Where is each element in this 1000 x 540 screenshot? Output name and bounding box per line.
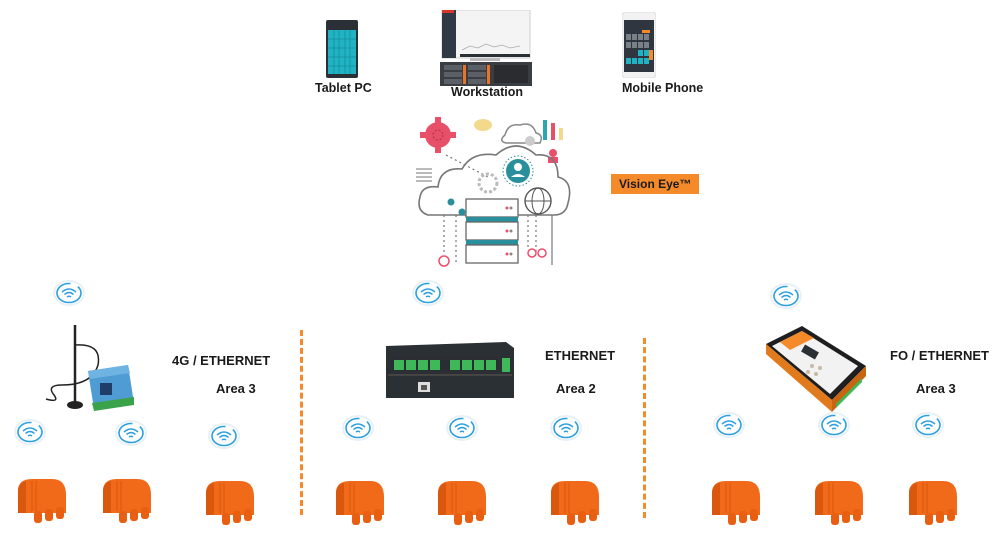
tablet-device <box>326 20 358 78</box>
wifi-icon <box>911 411 945 439</box>
wifi-icon <box>411 279 445 307</box>
workstation-device <box>440 9 532 86</box>
wifi-icon <box>13 418 47 446</box>
vision-eye-badge: Vision Eye™ <box>611 174 700 194</box>
wifi-icon <box>769 282 803 310</box>
workstation-icon <box>440 9 532 86</box>
area-3-connection: FO / ETHERNET <box>890 348 989 363</box>
4g-gateway <box>42 325 142 413</box>
wifi-icon <box>341 414 375 442</box>
area-2-connection: ETHERNET <box>545 348 616 363</box>
sensor-icon <box>12 473 74 529</box>
sensor-icon <box>809 475 871 531</box>
wifi-icon <box>712 411 746 439</box>
mobile-phone-label: Mobile Phone <box>622 81 704 95</box>
area-2-name: Area 2 <box>556 381 596 396</box>
cloud-server-icon <box>416 117 571 267</box>
gear-icon <box>420 117 456 153</box>
area-divider-2 <box>643 338 646 518</box>
workstation-label: Workstation <box>451 85 523 99</box>
wifi-icon <box>817 411 851 439</box>
4g-gateway-icon <box>45 325 134 411</box>
area-1-name: Area 3 <box>216 381 256 396</box>
ethernet-io-module <box>386 340 516 400</box>
sensor-icon <box>97 473 159 529</box>
sensor-icon <box>330 475 392 531</box>
sensor-icon <box>432 475 494 531</box>
wifi-icon <box>549 414 583 442</box>
wifi-icon <box>207 422 241 450</box>
tablet-label: Tablet PC <box>315 81 372 95</box>
sensor-icon <box>903 475 965 531</box>
fo-gateway <box>762 322 870 414</box>
wifi-icon <box>52 279 86 307</box>
mobile-phone-device <box>621 11 657 79</box>
area-3-name: Area 3 <box>916 381 956 396</box>
area-1-connection: 4G / ETHERNET <box>172 353 271 368</box>
ethernet-io-module-icon <box>386 342 514 398</box>
wifi-icon <box>445 414 479 442</box>
mobile-phone-icon <box>621 11 657 79</box>
sensor-icon <box>200 475 262 531</box>
fo-gateway-icon <box>766 326 866 412</box>
area-divider-1 <box>300 330 303 515</box>
sensor-icon <box>545 475 607 531</box>
sensor-icon <box>706 475 768 531</box>
tablet-icon <box>326 20 358 78</box>
wifi-icon <box>114 419 148 447</box>
cloud-illustration <box>410 115 580 270</box>
